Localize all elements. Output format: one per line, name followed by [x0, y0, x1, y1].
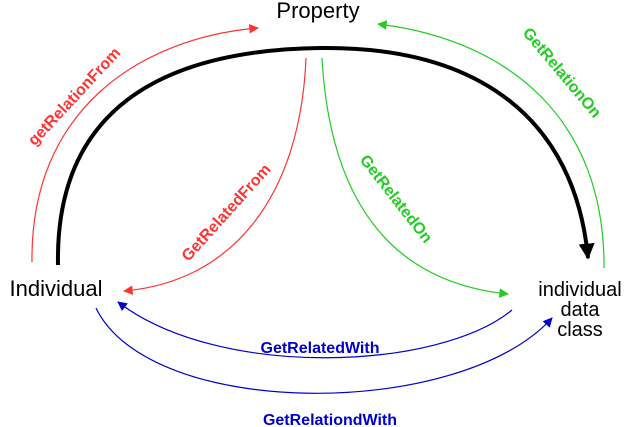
label-get-relation-on: GetRelationOn [519, 25, 604, 122]
node-data-class-line1: individual [538, 279, 621, 301]
edge-get-related-on [321, 57, 509, 298]
node-individual: Individual [10, 276, 103, 301]
node-data-class-line2: data [561, 299, 601, 321]
main-arc [55, 45, 595, 266]
label-get-related-with: GetRelatedWith [261, 340, 380, 357]
label-get-relation-from: getRelationFrom [25, 45, 124, 150]
edge-get-relationd-with [95, 307, 553, 394]
edge-get-relation-on [377, 20, 605, 269]
label-get-relationd-with: GetRelationdWith [263, 412, 397, 427]
label-get-related-from: GetRelatedFrom [179, 161, 275, 265]
edge-get-related-with [117, 301, 513, 359]
edge-get-related-from [123, 57, 307, 296]
label-get-related-on: GetRelatedOn [356, 152, 435, 247]
edge-get-relation-from [31, 23, 259, 263]
node-data-class-line3: class [557, 319, 603, 341]
node-property: Property [276, 0, 359, 23]
